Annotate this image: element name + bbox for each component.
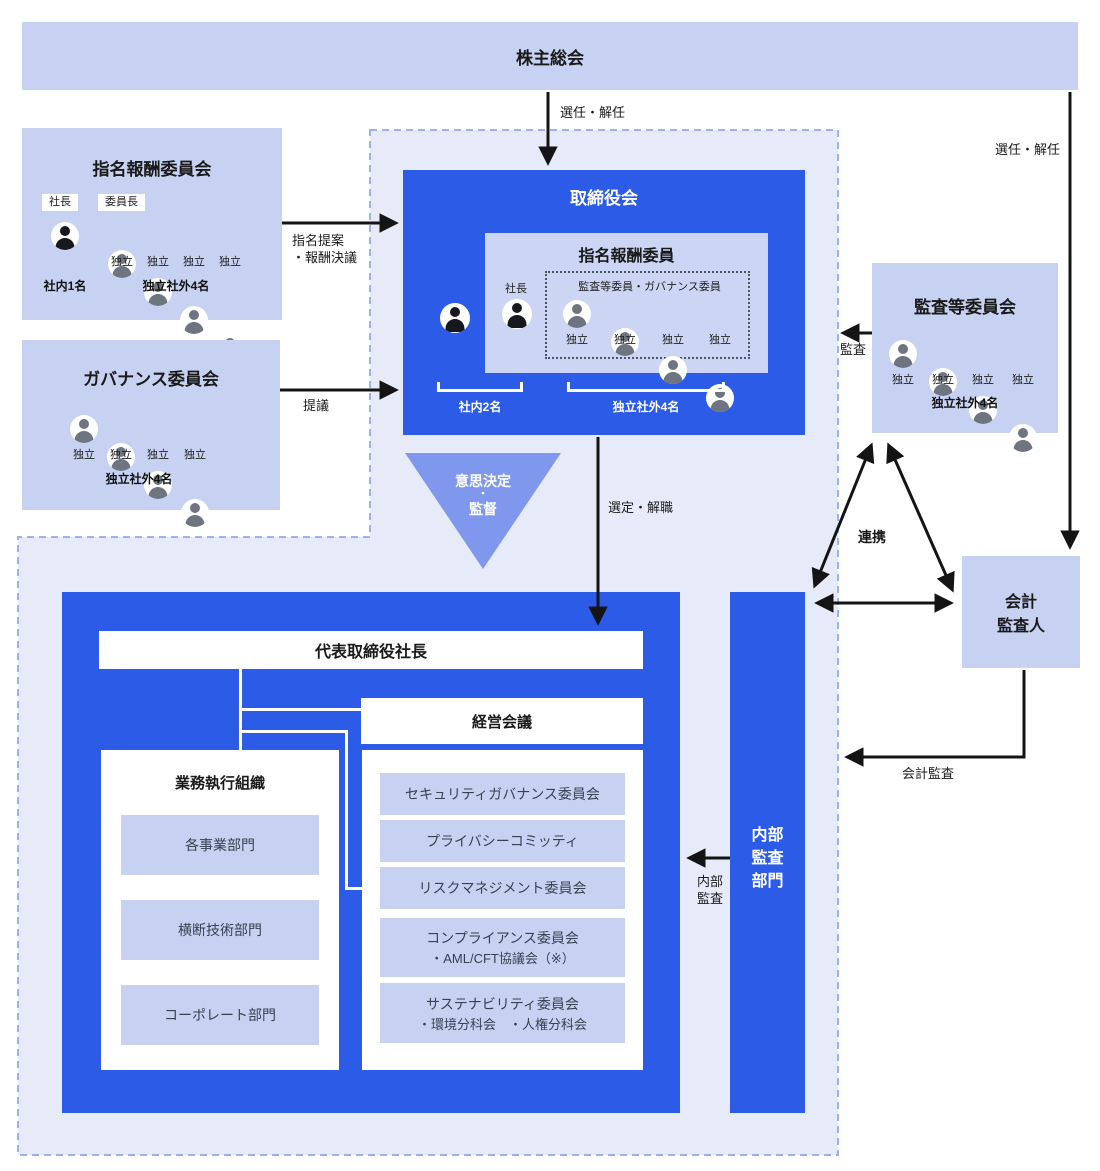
connector-line xyxy=(345,730,348,890)
executive-structure-box: 代表取締役社長 経営会議 業務執行組織 各事業部門 横断技術部門 コーポレート部… xyxy=(62,592,680,1113)
person-icon xyxy=(969,396,997,424)
internal-audit-department-title: 内部 監査 部門 xyxy=(751,827,784,891)
person-icon xyxy=(107,443,135,471)
person-icon xyxy=(108,250,136,278)
internal-audit-department-bar: 内部 監査 部門 xyxy=(730,592,805,1113)
appoint-dismiss-board-label: 選任・解任 xyxy=(560,105,626,120)
committees-container-box: セキュリティガバナンス委員会 プライバシーコミッティ リスクマネジメント委員会 … xyxy=(362,750,643,1070)
governance-committee-title: ガバナンス委員会 xyxy=(83,370,219,389)
connector-line xyxy=(345,887,364,890)
person-icon xyxy=(144,471,172,499)
business-execution-org-title: 業務執行組織 xyxy=(174,775,265,792)
compliance-committee-item: コンプライアンス委員会 ・AML/CFT協議会（※） xyxy=(380,918,625,977)
independent-label: 独立 xyxy=(111,256,133,268)
independent-label: 独立 xyxy=(1012,374,1034,386)
decision-dot: ・ xyxy=(478,489,488,501)
nomination-compensation-committee-title: 指名報酬委員会 xyxy=(92,160,212,179)
ceo-title: 代表取締役社長 xyxy=(314,644,427,661)
person-icon xyxy=(180,306,208,334)
management-meeting-box: 経営会議 xyxy=(361,698,643,744)
independent-label: 独立 xyxy=(662,334,684,346)
independent-four-caption: 独立社外4名 xyxy=(105,472,173,486)
decision-supervision-triangle xyxy=(405,453,561,569)
decision-line: 意思決定 xyxy=(455,473,511,489)
independent-four-caption: 独立社外4名 xyxy=(142,279,210,293)
internal-one-caption: 社内1名 xyxy=(43,279,87,293)
board-of-directors-title: 取締役会 xyxy=(570,189,638,208)
person-icon xyxy=(181,499,209,527)
shareholders-meeting-box: 株主総会 xyxy=(22,22,1078,90)
business-division-item: 各事業部門 xyxy=(121,815,319,875)
management-meeting-title: 経営会議 xyxy=(471,713,532,731)
person-icon xyxy=(659,356,687,384)
audit-label: 監査 xyxy=(840,342,867,357)
sustainability-committee-item: サステナビリティ委員会 ・環境分科会 ・人権分科会 xyxy=(380,983,625,1043)
independent-label: 独立 xyxy=(183,256,205,268)
connector-line xyxy=(239,708,363,711)
person-icon xyxy=(502,299,532,329)
internal-two-caption: 社内2名 xyxy=(458,400,502,414)
independent-four-caption: 独立社外4名 xyxy=(931,396,999,410)
person-icon xyxy=(440,303,470,333)
independent-label: 独立 xyxy=(184,449,206,461)
president-tag: 社長 xyxy=(42,194,78,212)
chairperson-tag: 委員長 xyxy=(98,194,145,212)
nomination-compensation-members-box: 指名報酬委員 社長 監査等委員・ガバナンス委員 独立 独立 独立 独立 xyxy=(485,233,768,412)
person-icon xyxy=(889,340,917,368)
connector-line xyxy=(239,730,348,733)
accounting-auditor-line1: 会計 xyxy=(1004,594,1037,611)
independent-label: 独立 xyxy=(219,256,241,268)
independent-label: 独立 xyxy=(892,374,914,386)
cooperation-label: 連携 xyxy=(858,529,886,545)
audit-governance-members-label: 監査等委員・ガバナンス委員 xyxy=(578,281,721,293)
governance-committee-box: ガバナンス委員会 独立 独立 独立 独立 独立社外4名 xyxy=(22,340,280,527)
independent-label: 独立 xyxy=(110,449,132,461)
person-icon xyxy=(144,278,172,306)
supervision-line: 監督 xyxy=(469,500,497,517)
risk-management-committee-item: リスクマネジメント委員会 xyxy=(380,867,625,909)
decision-supervision-text: 意思決定 ・ 監督 xyxy=(405,473,561,517)
internal-members-bracket xyxy=(437,382,523,392)
person-icon xyxy=(706,384,734,412)
independent-four-caption: 独立社外4名 xyxy=(612,400,680,414)
proposal-label: 提議 xyxy=(303,398,330,413)
cross-technology-division-item: 横断技術部門 xyxy=(121,900,319,960)
person-icon xyxy=(70,415,98,443)
shareholders-meeting-title: 株主総会 xyxy=(516,48,584,68)
president-label: 社長 xyxy=(505,283,527,295)
independent-label: 独立 xyxy=(147,256,169,268)
business-execution-org-box: 業務執行組織 各事業部門 横断技術部門 コーポレート部門 xyxy=(101,750,339,1070)
audit-governance-members-group: 監査等委員・ガバナンス委員 独立 独立 独立 独立 xyxy=(545,271,750,412)
person-icon xyxy=(929,368,957,396)
accounting-audit-label: 会計監査 xyxy=(902,766,955,781)
nomination-compensation-members-title: 指名報酬委員 xyxy=(578,248,675,265)
person-icon xyxy=(563,300,591,328)
person-icon xyxy=(51,222,79,250)
internal-audit-label: 内部 監査 xyxy=(696,874,723,906)
independent-label: 独立 xyxy=(614,334,636,346)
person-icon xyxy=(611,328,639,356)
independent-label: 独立 xyxy=(566,334,588,346)
nomination-proposal-label: 指名提案 ・報酬決議 xyxy=(292,233,358,265)
person-icon xyxy=(1009,424,1037,452)
independent-label: 独立 xyxy=(972,374,994,386)
appoint-dismiss-auditor-label: 選任・解任 xyxy=(994,142,1060,157)
independent-members-bracket xyxy=(567,382,725,392)
select-dismiss-label: 選定・解職 xyxy=(608,500,674,515)
nomination-compensation-committee-box: 指名報酬委員会 社長 委員長 独立 独立 独立 独立 社内1名 独立社外4名 xyxy=(22,128,282,362)
accounting-auditor-line2: 監査人 xyxy=(996,618,1045,635)
accounting-auditor-box: 会計 監査人 xyxy=(962,556,1080,668)
independent-label: 独立 xyxy=(73,449,95,461)
corporate-division-item: コーポレート部門 xyxy=(121,985,319,1045)
independent-label: 独立 xyxy=(709,334,731,346)
board-of-directors-box: 取締役会 指名報酬委員 社長 監査等委員・ガバナンス委員 独立 独立 独立 独立… xyxy=(403,170,805,435)
independent-label: 独立 xyxy=(147,449,169,461)
audit-committee-title: 監査等委員会 xyxy=(914,298,1016,317)
independent-label: 独立 xyxy=(932,374,954,386)
ceo-box: 代表取締役社長 xyxy=(99,631,643,669)
privacy-committee-item: プライバシーコミッティ xyxy=(380,820,625,862)
security-governance-committee-item: セキュリティガバナンス委員会 xyxy=(380,773,625,815)
audit-committee-box: 監査等委員会 独立 独立 独立 独立 独立社外4名 xyxy=(872,263,1058,452)
